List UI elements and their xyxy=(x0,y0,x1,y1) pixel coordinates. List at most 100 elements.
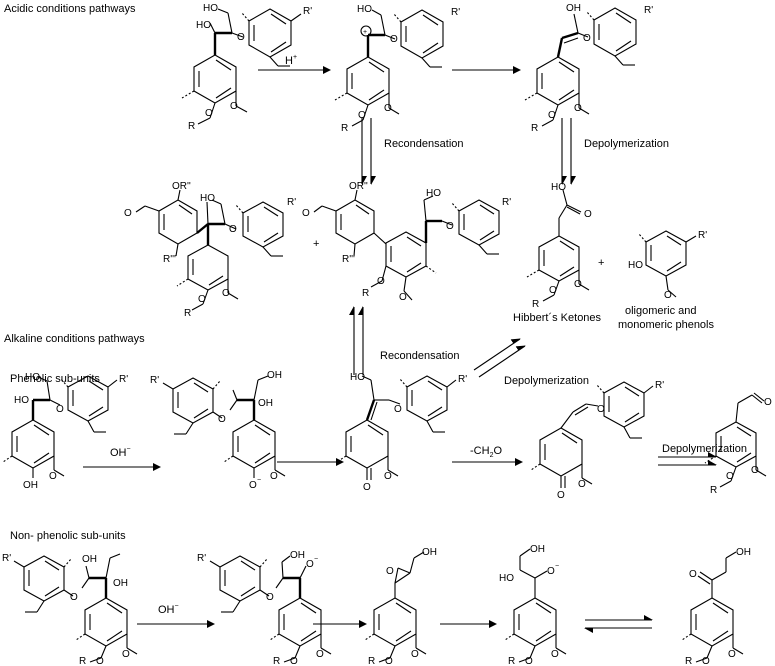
atom-r-triple-prime: R''' xyxy=(342,254,355,265)
atom-o: O xyxy=(358,110,366,121)
atom-r-prime: R' xyxy=(458,374,467,385)
atom-oh: OH xyxy=(566,3,581,14)
atom-o: O xyxy=(384,471,392,482)
alkoxide-molecule: R' O OH O − O O R xyxy=(197,550,332,666)
reagent-hydroxide: OH− xyxy=(158,603,179,616)
phenol-molecule: R' HO O xyxy=(628,230,707,301)
atom-r-prime: R' xyxy=(644,5,653,16)
atom-o: O xyxy=(205,108,213,119)
reaction-arrow xyxy=(478,345,526,378)
atom-o: O xyxy=(218,414,226,425)
atom-o: O xyxy=(557,490,565,501)
atom-o: O xyxy=(446,221,454,232)
atom-or-double-prime: OR'' xyxy=(349,181,368,192)
atom-o: O xyxy=(583,33,591,44)
acid-reactant-molecule: HO HO O R' O O R xyxy=(181,3,312,132)
atom-oh: OH xyxy=(113,578,128,589)
atom-o: O xyxy=(363,482,371,493)
reagent-formaldehyde-loss: -CH2O xyxy=(470,445,502,459)
atom-o: O xyxy=(222,288,230,299)
aldehyde-product-molecule: O O O R xyxy=(704,392,772,496)
atom-o: O xyxy=(664,290,672,301)
atom-r-prime: R' xyxy=(698,230,707,241)
atom-o: O xyxy=(56,404,64,415)
atom-r-prime: R' xyxy=(197,553,206,564)
atom-o: O xyxy=(597,404,605,415)
section-title-acidic: Acidic conditions pathways xyxy=(4,3,136,15)
atom-r-prime: R' xyxy=(119,374,128,385)
atom-o: O xyxy=(270,471,278,482)
atom-ho: HO xyxy=(14,395,29,406)
atom-o: O xyxy=(290,656,298,666)
atom-o: O xyxy=(574,279,582,290)
atom-o: O xyxy=(302,208,310,219)
atom-oh: OH xyxy=(530,544,545,555)
atom-o: O xyxy=(316,649,324,660)
phenolic-reactant-molecule: HO HO O R' O OH xyxy=(2,372,128,491)
atom-o: O xyxy=(578,479,586,490)
step-recondensation-alkaline: Recondensation xyxy=(380,350,460,362)
quinone-methide-molecule: HO O R' O O xyxy=(336,372,467,493)
reaction-arrow xyxy=(473,338,521,371)
atom-o: O xyxy=(728,649,736,660)
atom-r: R xyxy=(184,308,191,319)
atom-o: O xyxy=(548,110,556,121)
atom-o: O xyxy=(198,294,206,305)
epoxide-molecule: OH O O O R xyxy=(364,547,437,666)
atom-oh: OH xyxy=(422,547,437,558)
atom-o: O xyxy=(49,471,57,482)
reagent-hydroxide: OH− xyxy=(110,446,131,459)
atom-o: O xyxy=(751,465,759,476)
condensed-product-molecule: OR'' O R''' HO O R' O O R xyxy=(124,181,296,319)
atom-or-double-prime: OR'' xyxy=(172,181,191,192)
condensed-product-molecule: OR'' O R''' HO O R' O O R xyxy=(302,181,511,303)
atom-epoxide-o: O xyxy=(386,566,394,577)
atom-ho: HO xyxy=(357,4,372,15)
atom-r-prime: R' xyxy=(502,197,511,208)
atom-oh: OH xyxy=(23,480,38,491)
phenolate-molecule: R' O OH OH O O − xyxy=(150,370,286,491)
atom-o: O xyxy=(124,208,132,219)
step-depolymerization-alkaline-1: Depolymerization xyxy=(504,375,589,387)
atom-r: R xyxy=(531,123,538,134)
atom-ho: HO xyxy=(426,188,441,199)
atom-r: R xyxy=(532,299,539,310)
atom-o: O xyxy=(229,224,237,235)
atom-ho: HO xyxy=(350,372,365,383)
atom-o: O xyxy=(702,656,710,666)
acid-enol-ether-molecule: OH O R' O O R xyxy=(524,3,653,134)
atom-o: O xyxy=(96,656,104,666)
step-recondensation-acid: Recondensation xyxy=(384,138,464,150)
atom-r: R xyxy=(685,656,692,666)
atom-o: O xyxy=(394,404,402,415)
atom-r-prime: R' xyxy=(287,197,296,208)
plus-sign: + xyxy=(598,257,604,269)
atom-o: O xyxy=(230,101,238,112)
nonphenolic-reactant-molecule: R' O OH OH O O R xyxy=(2,553,138,666)
atom-r-prime: R' xyxy=(2,553,11,564)
atom-r: R xyxy=(188,121,195,132)
atom-o: O xyxy=(385,656,393,666)
atom-phenolate-o: O xyxy=(249,480,257,491)
anion-charge: − xyxy=(257,477,261,484)
atom-ho: HO xyxy=(551,182,566,193)
atom-alkoxide-o: O xyxy=(306,559,314,570)
product-label-hibbert: Hibbert´s Ketones xyxy=(513,312,602,324)
atom-o: O xyxy=(584,209,592,220)
acid-carbocation-molecule: HO + O R' O O R xyxy=(334,4,460,134)
anion-charge: − xyxy=(555,563,559,570)
atom-ho: HO xyxy=(628,260,643,271)
atom-r-prime: R' xyxy=(451,7,460,18)
atom-r: R xyxy=(710,485,717,496)
diol-alkoxide-molecule: OH HO O − O O R xyxy=(499,544,567,666)
atom-ho: HO xyxy=(499,573,514,584)
atom-r: R xyxy=(508,656,515,666)
product-label-oligomeric: oligomeric and xyxy=(625,305,697,317)
atom-ho: HO xyxy=(203,3,218,14)
anion-charge: − xyxy=(314,556,318,563)
atom-ho: HO xyxy=(200,193,215,204)
atom-oh: OH xyxy=(290,550,305,561)
step-depolymerization-acid: Depolymerization xyxy=(584,138,669,150)
plus-sign: + xyxy=(313,238,319,250)
